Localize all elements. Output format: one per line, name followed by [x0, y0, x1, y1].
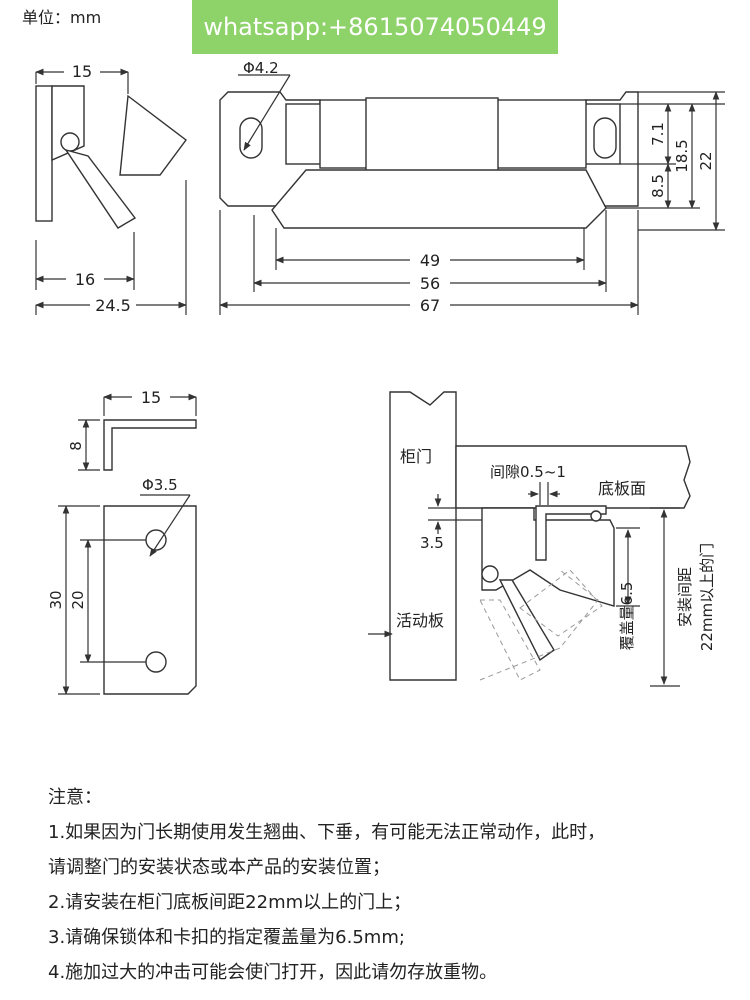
latch-body — [481, 507, 615, 607]
installation-view: 柜门 间隙0.5~1 底板面 3.5 活动板 覆盖量6.5 安装间距 22mm以… — [368, 391, 716, 687]
bracket-dim-20: 20 — [69, 590, 87, 609]
latch-pivot — [481, 565, 499, 583]
label-overlap: 覆盖量6.5 — [618, 582, 636, 651]
bracket-dim-30: 30 — [47, 590, 65, 609]
front-center-block — [365, 97, 499, 173]
front-dim-22: 22 — [697, 151, 715, 170]
label-gap: 间隙0.5~1 — [490, 463, 566, 481]
side-lever — [64, 148, 137, 229]
label-bottom-panel: 底板面 — [598, 479, 646, 498]
lever-open-position — [479, 599, 541, 681]
side-dim-bottom: 24.5 — [95, 296, 131, 315]
label-distance-1: 安装间距 — [676, 567, 694, 627]
side-hook — [119, 94, 187, 176]
bracket-hole-dia: Φ3.5 — [142, 476, 178, 494]
bracket-dim-8: 8 — [67, 441, 85, 451]
cabinet-door — [389, 391, 457, 681]
front-dim-67: 67 — [420, 296, 440, 315]
front-view: Φ4.2 49 56 67 7.1 8.5 18.5 22 — [219, 59, 725, 315]
label-dim-3-5: 3.5 — [420, 534, 444, 552]
note-4: 4.施加过大的冲击可能会使门打开，因此请勿存放重物。 — [48, 962, 498, 983]
note-3: 3.请确保锁体和卡扣的指定覆盖量为6.5mm; — [48, 927, 405, 948]
note-1a: 1.如果因为门长期使用发生翘曲、下垂，有可能无法正常动作，此时， — [48, 822, 606, 843]
bracket-view: 15 8 Φ3.5 30 20 — [47, 388, 197, 695]
side-dim-top: 15 — [72, 62, 92, 81]
unit-label: 单位：mm — [22, 8, 102, 27]
bracket-plate — [103, 505, 197, 695]
lever-swing-path — [479, 569, 599, 681]
latch-lever — [498, 579, 555, 662]
bracket-hole-bottom — [145, 651, 167, 673]
front-dim-56: 56 — [420, 274, 440, 293]
lever-alt-position — [519, 569, 603, 637]
bracket-angle — [103, 419, 197, 471]
note-2: 2.请安装在柜门底板间距22mm以上的门上； — [48, 892, 412, 913]
side-pivot — [60, 132, 80, 152]
front-right-slot — [593, 117, 617, 159]
notes-title: 注意： — [48, 787, 102, 808]
front-hole-dia: Φ4.2 — [243, 59, 279, 77]
bracket-dim-15: 15 — [141, 388, 161, 407]
label-cabinet-door: 柜门 — [400, 447, 432, 466]
whatsapp-watermark: whatsapp:+8615074050449 — [192, 0, 558, 54]
note-1b: 请调整门的安装状态或本产品的安装位置； — [48, 857, 390, 878]
front-dim-7-1: 7.1 — [649, 122, 667, 146]
notes-section: 注意： 1.如果因为门长期使用发生翘曲、下垂，有可能无法正常动作，此时， 请调整… — [48, 780, 738, 990]
front-latch — [271, 169, 607, 229]
front-dim-18-5: 18.5 — [673, 139, 691, 172]
label-distance-2: 22mm以上的门 — [698, 543, 716, 651]
side-back-plate — [35, 85, 53, 222]
front-dim-8-5: 8.5 — [649, 174, 667, 198]
side-dim-mid: 16 — [75, 270, 95, 289]
latch-screw — [590, 510, 602, 522]
front-dim-49: 49 — [420, 251, 440, 270]
label-movable-plate: 活动板 — [396, 611, 444, 630]
side-view: 15 16 24.5 — [35, 62, 187, 315]
